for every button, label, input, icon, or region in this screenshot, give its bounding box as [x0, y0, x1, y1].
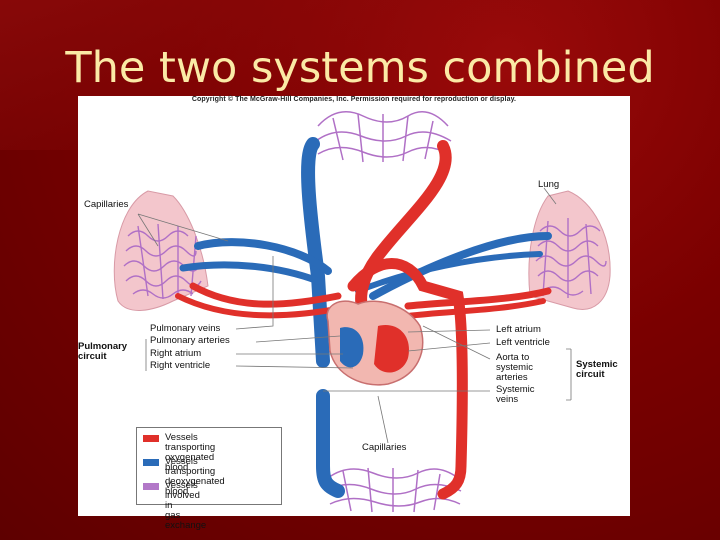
leader-lines	[137, 187, 572, 444]
legend-text-oxygenated: Vessels transporting oxygenated blood	[165, 432, 216, 473]
label-pulmonary-circuit: Pulmonary circuit	[78, 341, 128, 362]
label-right-ventricle: Right ventricle	[150, 360, 211, 371]
label-capillaries-top: Capillaries	[84, 199, 129, 210]
circulation-figure: Copyright © The McGraw-Hill Companies, I…	[78, 96, 630, 531]
label-left-ventricle: Left ventricle	[496, 337, 550, 348]
oxygenated-vessels	[175, 140, 552, 500]
label-capillaries-bottom: Capillaries	[362, 442, 407, 453]
heart	[326, 300, 424, 386]
legend-swatch-exchange	[143, 483, 159, 490]
deoxygenated-vessels	[179, 137, 552, 498]
label-pulmonary-veins: Pulmonary veins	[150, 323, 221, 334]
upper-body-capillaries	[315, 111, 452, 163]
legend: Vessels transporting oxygenated blood Ve…	[136, 427, 282, 531]
legend-text-deoxygenated: Vessels transporting deoxygenated blood	[165, 456, 225, 497]
label-pulmonary-arteries: Pulmonary arteries	[150, 335, 230, 346]
label-aorta: Aorta to systemic arteries	[496, 352, 533, 383]
copyright-notice: Copyright © The McGraw-Hill Companies, I…	[191, 96, 517, 103]
legend-swatch-deoxygenated	[143, 459, 159, 466]
label-lung: Lung	[538, 179, 560, 190]
label-systemic-veins: Systemic veins	[496, 384, 535, 405]
label-left-atrium: Left atrium	[496, 324, 541, 335]
label-systemic-circuit: Systemic circuit	[576, 359, 618, 380]
label-right-atrium: Right atrium	[150, 348, 202, 359]
circulation-diagram	[113, 111, 611, 513]
slide-title: The two systems combined	[65, 43, 655, 93]
legend-swatch-oxygenated	[143, 435, 159, 442]
legend-text-exchange: Vessels involved in gas exchange	[165, 480, 207, 531]
